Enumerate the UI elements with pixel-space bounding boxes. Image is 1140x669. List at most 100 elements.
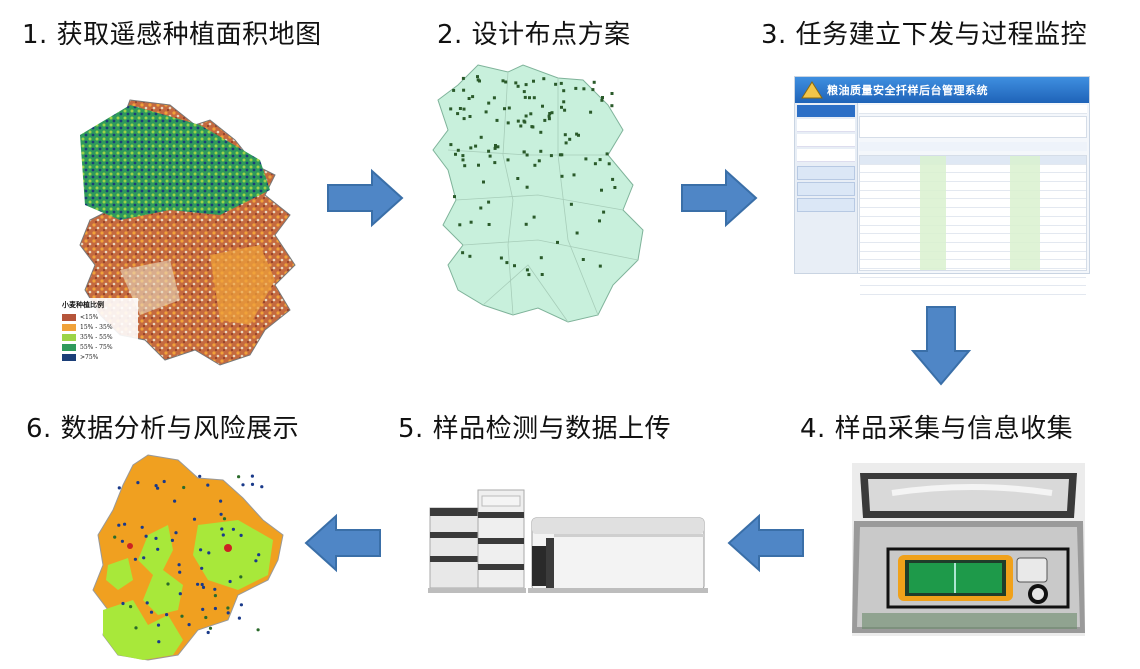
sampling-point: [528, 96, 531, 100]
sample-site: [206, 630, 210, 635]
sampling-point: [601, 96, 604, 99]
sampling-point: [610, 92, 614, 95]
sampling-point: [549, 154, 553, 158]
sampling-point: [539, 149, 543, 153]
sampling-point: [527, 273, 531, 277]
sampling-point: [530, 125, 534, 129]
software-header: 粮油质量安全扦样后台管理系统: [795, 77, 1089, 103]
sampling-point: [456, 112, 460, 116]
sample-site: [208, 626, 213, 630]
sampling-point: [524, 114, 528, 118]
sample-site: [142, 556, 146, 560]
sampling-point: [461, 251, 465, 255]
legend-item: 35% - 55%: [62, 332, 142, 342]
table-row: [860, 217, 1086, 226]
sampling-point: [572, 173, 576, 177]
sample-site: [121, 601, 125, 606]
sampling-point: [582, 87, 586, 91]
sampling-point: [589, 110, 593, 114]
sampling-point: [563, 108, 567, 112]
table-row: [860, 208, 1086, 217]
sampling-point: [477, 163, 480, 167]
sampling-point: [487, 223, 491, 226]
legend-label: 55% - 75%: [80, 343, 113, 351]
sampling-point: [556, 240, 559, 244]
sample-site: [239, 575, 243, 579]
sampling-point: [522, 119, 526, 123]
sampling-point: [525, 153, 529, 157]
sample-site: [174, 531, 178, 535]
sampling-point: [458, 107, 462, 110]
sampling-point: [516, 119, 520, 123]
sampling-point: [605, 152, 609, 156]
sampling-point: [516, 177, 520, 180]
lab-instruments-photo: [428, 489, 708, 593]
sample-site: [226, 606, 230, 610]
table-row: [860, 260, 1086, 269]
sampling-point: [562, 100, 566, 104]
table-row: [860, 191, 1086, 200]
sample-site: [213, 606, 217, 611]
sampling-point: [468, 254, 472, 258]
sampling-point: [602, 210, 606, 214]
sampling-point: [569, 202, 573, 206]
sampling-point: [452, 88, 456, 92]
sampling-point: [462, 107, 466, 111]
sampling-point: [458, 223, 462, 227]
sampling-point: [611, 177, 615, 181]
sample-site: [204, 615, 208, 620]
sample-site: [156, 623, 161, 627]
sampling-point: [600, 98, 604, 102]
table-row: [860, 286, 1086, 295]
legend-label: <15%: [80, 313, 99, 321]
sampling-point: [550, 111, 554, 115]
sampling-point: [495, 118, 499, 122]
sample-site: [222, 517, 227, 521]
sampling-point: [469, 146, 473, 150]
legend-item: >75%: [62, 352, 142, 362]
sample-site: [250, 474, 254, 478]
sample-site: [162, 479, 166, 484]
sample-site: [207, 551, 211, 555]
sampling-point: [600, 188, 603, 192]
sampling-point: [547, 117, 551, 121]
legend-label: >75%: [80, 353, 99, 361]
sampling-point: [482, 180, 485, 184]
sampling-point: [598, 219, 601, 223]
sample-site: [173, 499, 177, 503]
sampling-point: [554, 82, 558, 86]
sample-site: [239, 603, 243, 607]
sampling-point: [487, 149, 491, 153]
legend-item: 15% - 35%: [62, 322, 142, 332]
sampling-point: [574, 86, 578, 90]
sampling-kit-photo: [852, 463, 1085, 636]
sample-site: [177, 563, 181, 567]
sampling-point: [461, 158, 465, 162]
sample-site: [260, 485, 264, 489]
sample-site: [221, 533, 225, 537]
sampling-point: [577, 133, 580, 137]
sampling-point: [522, 90, 526, 94]
sample-site: [145, 601, 149, 605]
sample-site: [231, 527, 235, 531]
sampling-point: [479, 206, 483, 210]
sample-site: [228, 579, 232, 584]
table-row: [860, 199, 1086, 209]
sampling-point: [474, 144, 478, 148]
sample-site: [201, 607, 205, 611]
sampling-point: [494, 144, 497, 147]
legend-label: 35% - 55%: [80, 333, 113, 341]
sample-site: [117, 486, 121, 490]
sampling-point: [513, 264, 516, 268]
sampling-point: [505, 261, 509, 265]
sampling-layout-map: [432, 64, 644, 323]
sampling-point: [564, 141, 568, 145]
step-6-title: 6. 数据分析与风险展示: [26, 414, 300, 444]
sample-site: [213, 587, 217, 591]
sampling-point: [559, 81, 563, 85]
sample-site: [201, 585, 206, 589]
sample-site: [123, 522, 127, 526]
step-4-title: 4. 样品采集与信息收集: [800, 414, 1074, 444]
legend-swatch: [62, 313, 76, 321]
sample-site: [133, 557, 137, 561]
